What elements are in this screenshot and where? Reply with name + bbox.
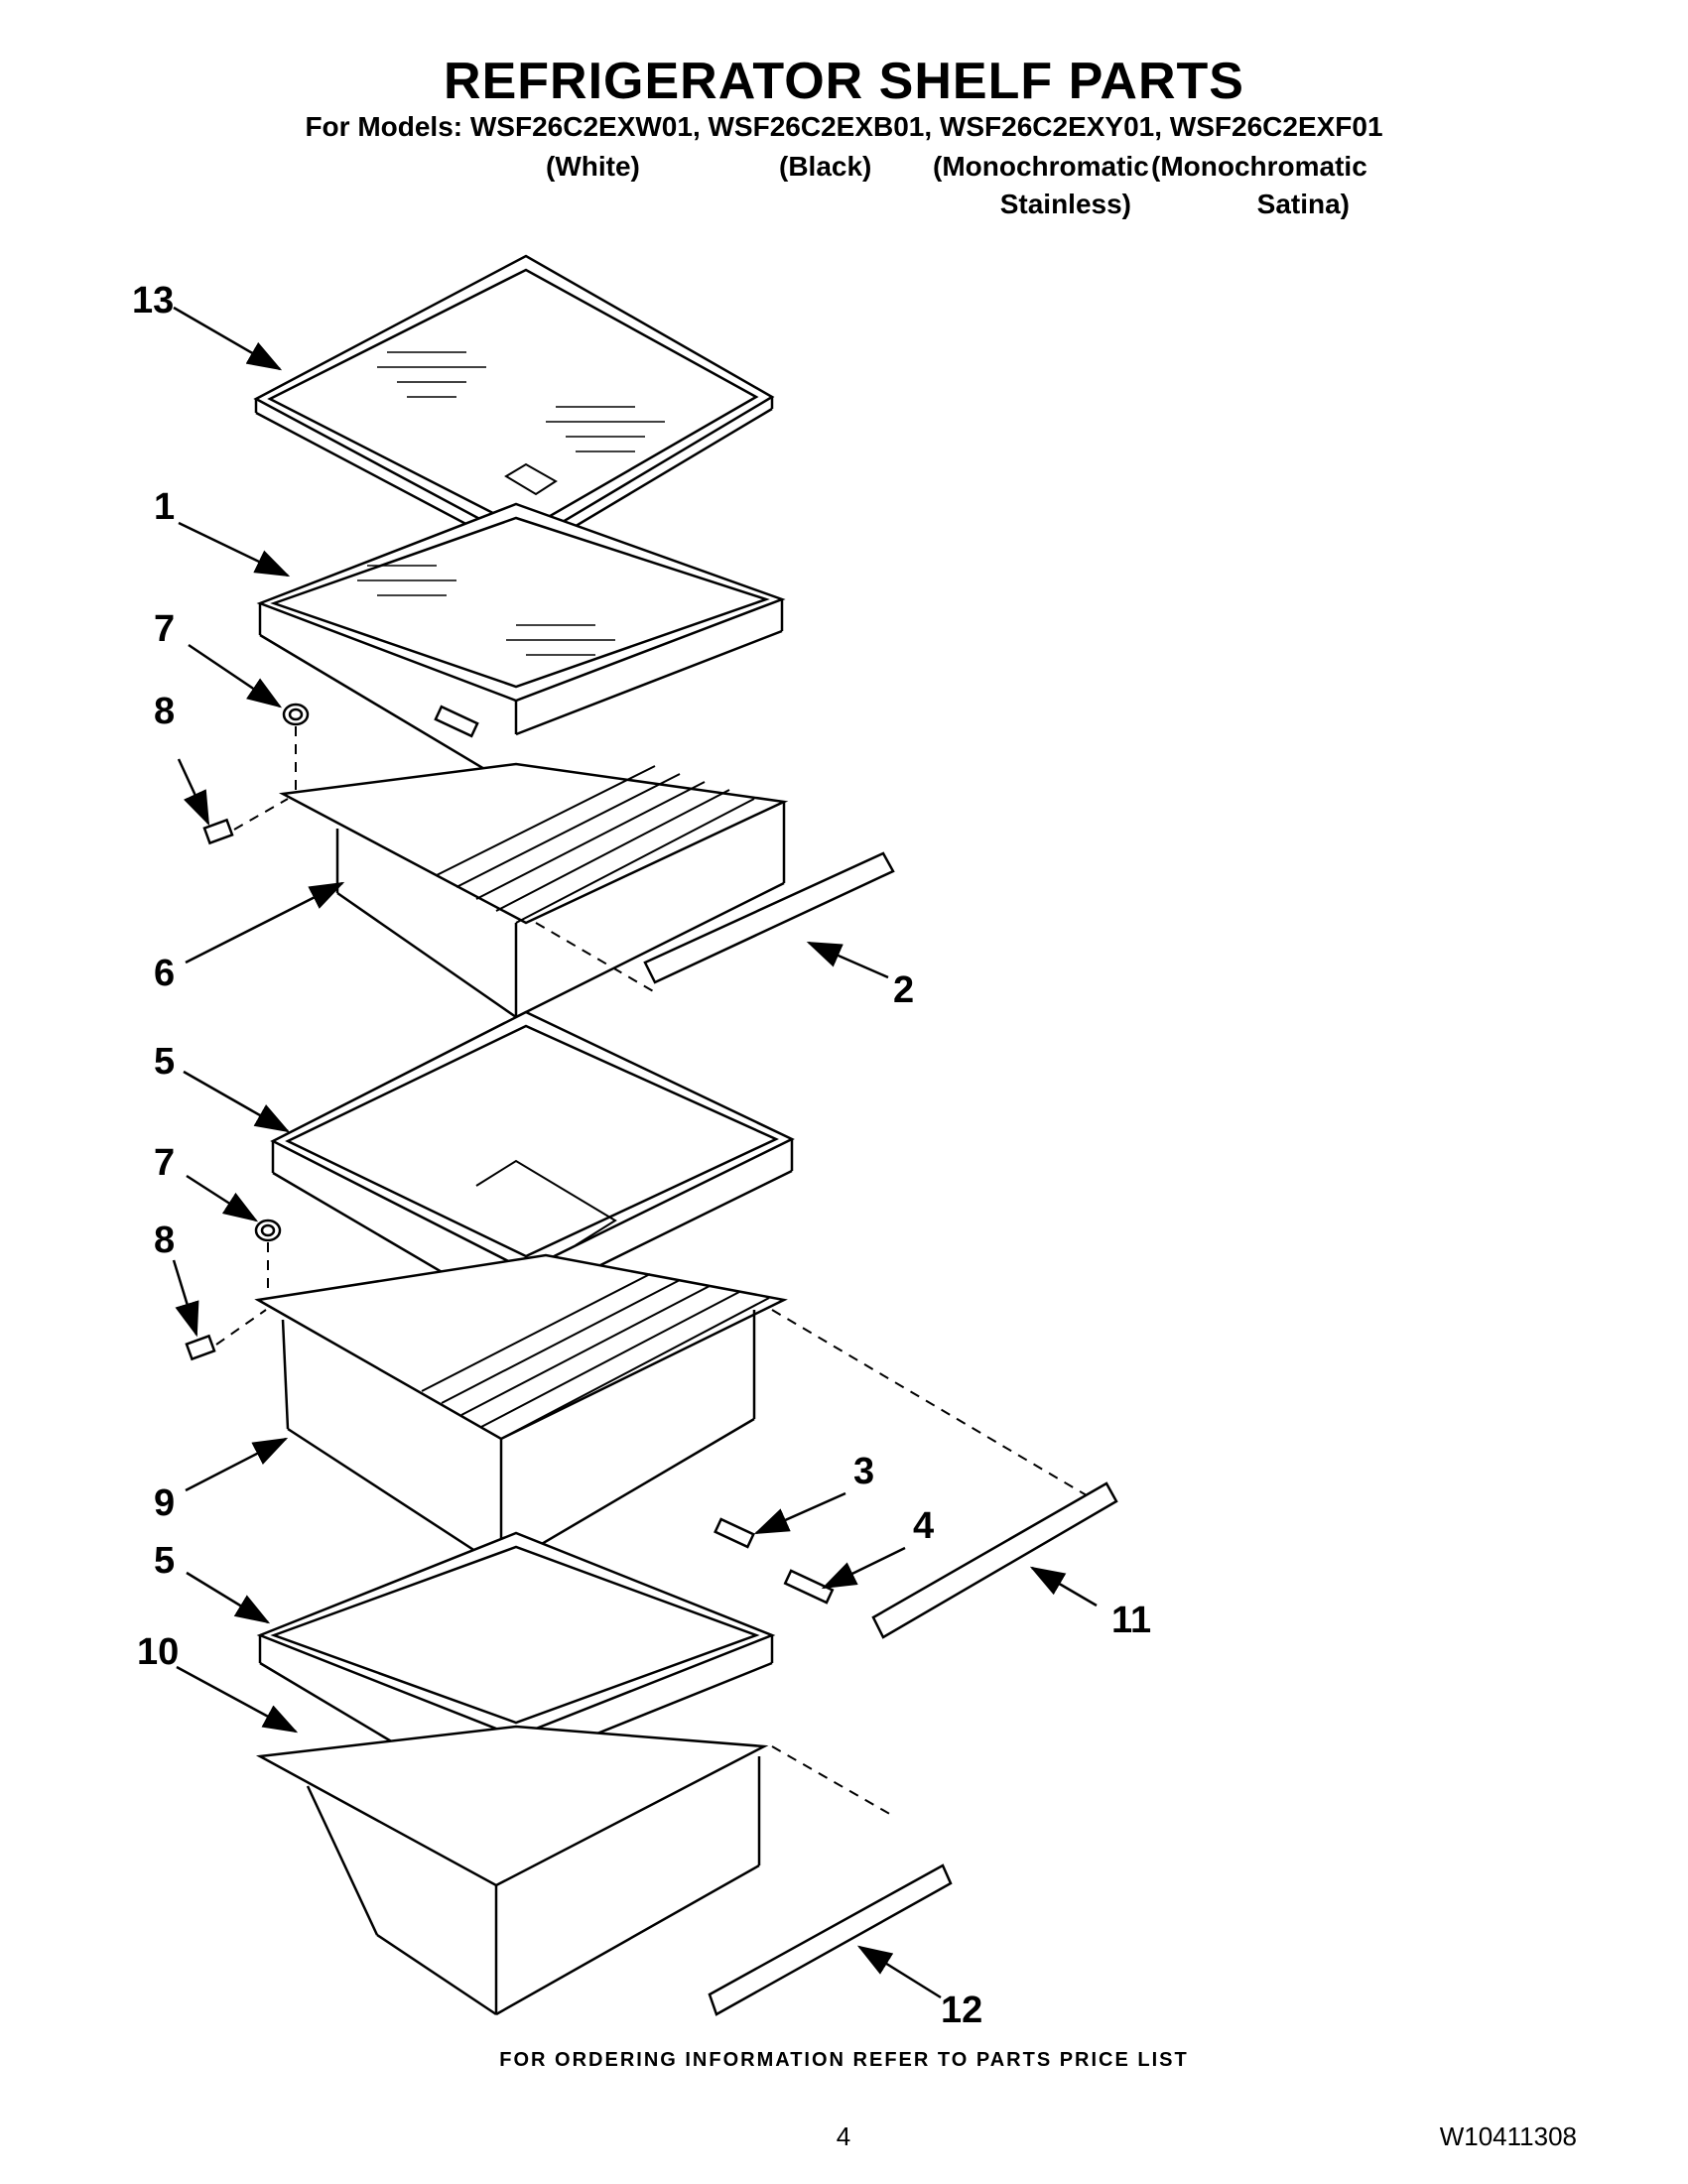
leader-6 [185,881,345,964]
leader-9 [185,1437,289,1492]
leader-13 [173,306,283,371]
leader-7-mid [186,1174,259,1222]
clip-3 [714,1517,755,1549]
leader-1 [178,521,291,578]
screw-8-mid [185,1334,216,1361]
drawer-10 [255,1725,769,2016]
drawer-9 [254,1253,788,1570]
callout-8-top: 8 [154,691,175,732]
leader-8-mid [172,1259,199,1338]
variant-satina: (Monochromatic Satina) [1151,151,1367,220]
variant-stainless: (Monochromatic Stainless) [933,151,1149,220]
page-number: 4 [836,2121,851,2151]
leader-5-bottom [186,1571,271,1624]
rail-11 [871,1481,1118,1639]
callout-9: 9 [154,1482,175,1524]
page-title: REFRIGERATOR SHELF PARTS [444,53,1244,110]
bearing-7-mid [254,1219,282,1242]
rail-12 [708,1863,953,2016]
variant-white-line1: (White) [546,151,640,182]
models-line: For Models: WSF26C2EXW01, WSF26C2EXB01, … [305,111,1383,142]
leader-11 [1029,1566,1098,1607]
variant-satina-line1: (Monochromatic [1151,151,1367,182]
leader-10 [176,1665,299,1734]
variant-satina-line2: Satina) [1256,189,1350,219]
shelf-13 [253,254,775,558]
callout-5-bottom: 5 [154,1540,175,1582]
shelf-1 [256,502,786,784]
leader-12 [856,1945,942,1999]
shelf-5-middle [270,1010,795,1312]
callout-1: 1 [154,486,175,528]
variant-black-line1: (Black) [779,151,872,182]
leader-4 [821,1546,906,1590]
callout-2: 2 [893,969,914,1011]
leader-8-top [177,758,210,827]
variant-stainless-line1: (Monochromatic [933,151,1149,182]
variant-black: (Black) [779,151,871,183]
leader-3 [753,1491,846,1535]
leader-7-top [188,643,283,708]
rail-2 [643,851,895,984]
callout-10: 10 [137,1631,179,1673]
callout-12: 12 [941,1990,982,2031]
clip-4 [783,1569,835,1605]
callout-7-middle: 7 [154,1142,175,1184]
callout-3: 3 [853,1451,874,1492]
bearing-7-top [282,703,310,726]
leader-2 [806,941,889,979]
callout-4: 4 [913,1505,934,1547]
callout-5-middle: 5 [154,1041,175,1083]
callout-6: 6 [154,953,175,994]
document-number: W10411308 [1439,2121,1577,2151]
drawer-6 [278,762,789,1019]
callout-11: 11 [1111,1600,1151,1641]
variant-stainless-line2: Stainless) [999,189,1131,219]
callout-8-middle: 8 [154,1220,175,1261]
screw-8-top [202,818,234,845]
callout-13: 13 [132,280,174,321]
ordering-note: FOR ORDERING INFORMATION REFER TO PARTS … [499,2049,1189,2071]
callout-7-top: 7 [154,608,175,650]
variant-white: (White) [546,151,640,183]
leader-5-mid [183,1070,291,1133]
